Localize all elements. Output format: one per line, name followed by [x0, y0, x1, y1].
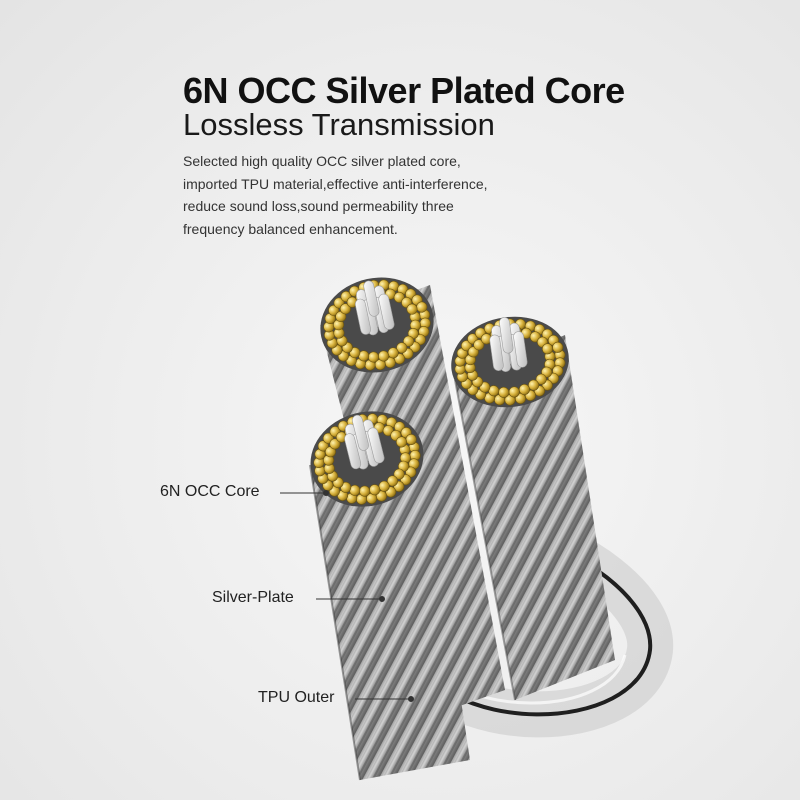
- callout-occ-core: 6N OCC Core: [160, 483, 260, 500]
- gold-strand: [339, 303, 351, 315]
- silver-core-wire: [367, 427, 385, 464]
- description-line: reduce sound loss,sound permeability thr…: [183, 198, 454, 214]
- section-left: [320, 277, 434, 373]
- silver-core-wire: [513, 331, 528, 368]
- gold-strand: [407, 327, 419, 339]
- gold-strand: [541, 343, 553, 355]
- page-title: 6N OCC Silver Plated Core: [183, 70, 625, 111]
- gold-strand: [328, 304, 340, 316]
- gold-strand: [395, 436, 407, 448]
- gold-strand: [358, 350, 370, 362]
- description: Selected high quality OCC silver plated …: [183, 150, 488, 240]
- silver-core-wire: [378, 293, 395, 330]
- section-right: [451, 316, 569, 408]
- gold-strand: [393, 468, 405, 480]
- gold-strand: [535, 373, 547, 385]
- silver-core-wire: [363, 280, 380, 317]
- gold-strand: [547, 372, 559, 384]
- gold-strand: [473, 339, 485, 351]
- section-front: [310, 411, 424, 507]
- gold-strand: [317, 440, 329, 452]
- description-line: frequency balanced enhancement.: [183, 220, 398, 237]
- silver-core-wire: [489, 334, 504, 371]
- description-line: Selected high quality OCC silver plated …: [183, 153, 461, 169]
- description-line: imported TPU material,effective anti-int…: [183, 175, 488, 192]
- cable-right: [454, 335, 615, 701]
- gold-strand: [406, 303, 418, 315]
- callout-dot-core: [323, 490, 329, 496]
- page-subtitle: Lossless Transmission: [183, 107, 495, 142]
- gold-strand: [414, 334, 426, 346]
- callout-tpu-outer: TPU Outer: [258, 689, 335, 706]
- cable-front: [309, 430, 470, 781]
- gold-strand: [335, 311, 347, 323]
- gold-strand: [488, 385, 500, 397]
- gold-strand: [329, 438, 341, 450]
- gold-strand: [405, 466, 417, 478]
- gold-strand: [461, 340, 473, 352]
- gold-strand: [324, 446, 336, 458]
- callout-silver-plate: Silver-Plate: [212, 589, 294, 606]
- gold-strand: [349, 484, 361, 496]
- silver-core-wire: [354, 298, 371, 335]
- silver-core-wire: [344, 433, 362, 470]
- callout-dot-tpu: [408, 696, 414, 702]
- callout-dot-plate: [379, 596, 385, 602]
- cable-cross-sections: [310, 277, 569, 507]
- gold-strand: [398, 460, 410, 472]
- gold-strand: [403, 335, 415, 347]
- silver-core-wire: [352, 414, 369, 451]
- silver-core-wire: [499, 317, 514, 354]
